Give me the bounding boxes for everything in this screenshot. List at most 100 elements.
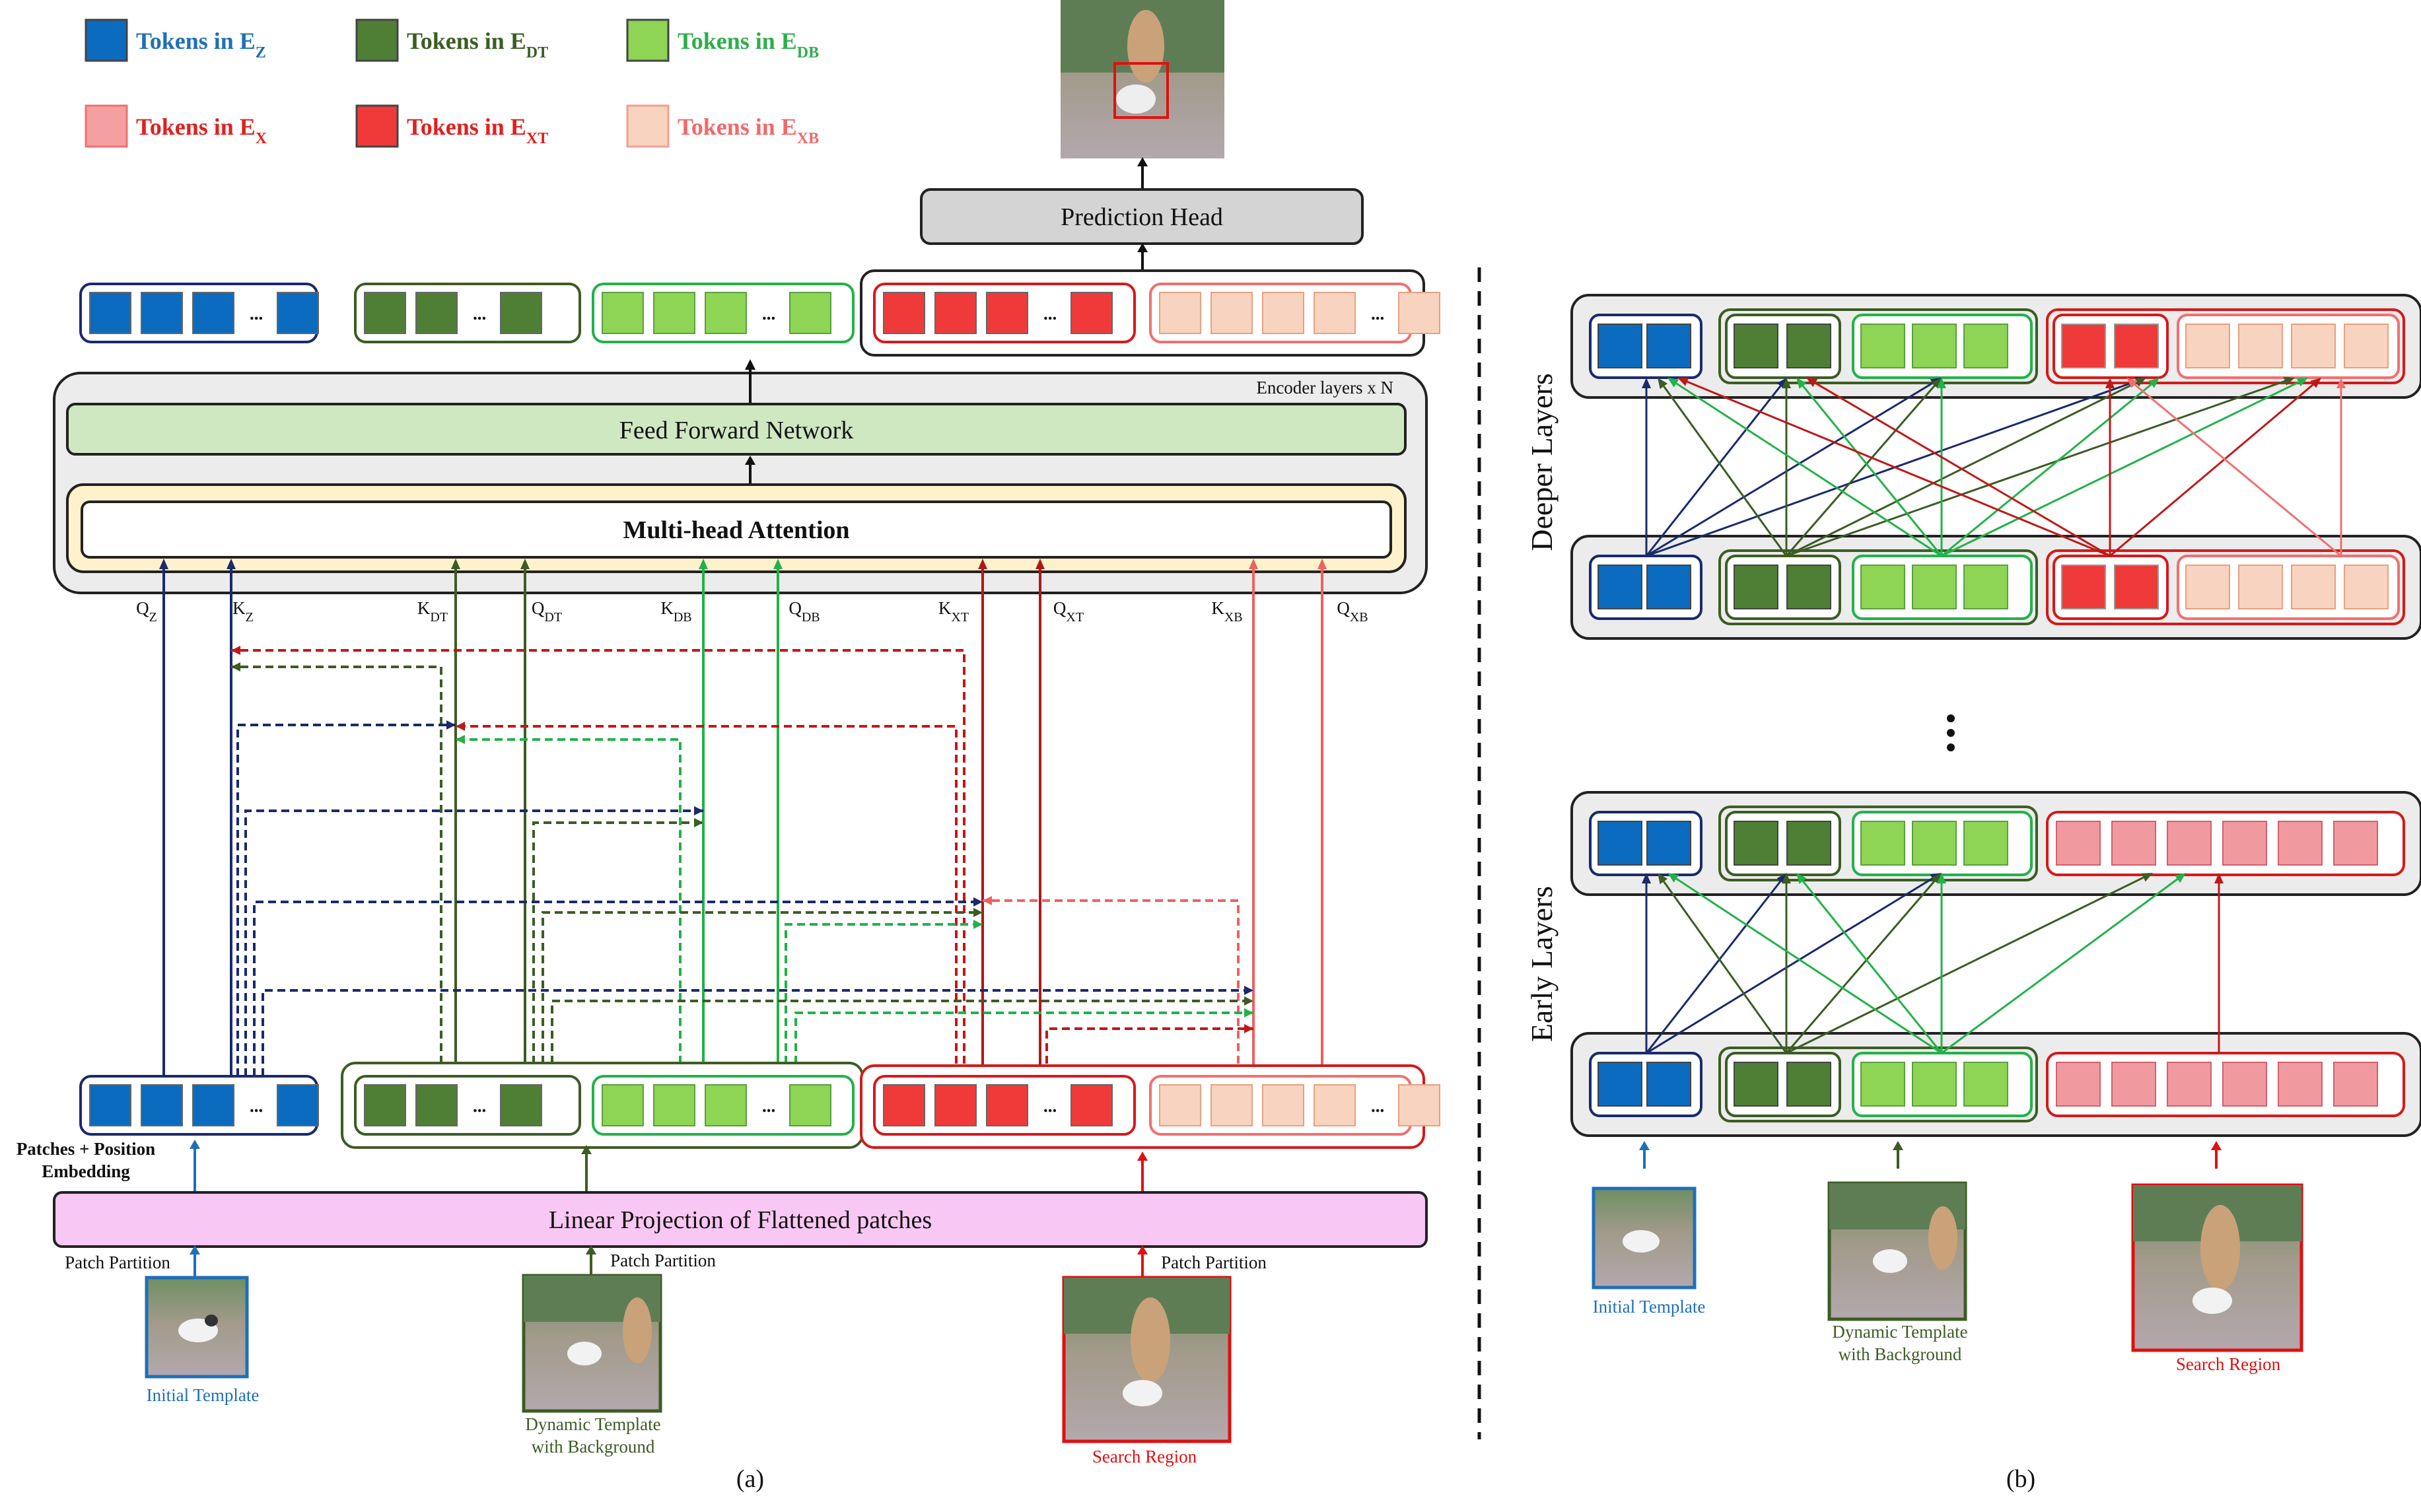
token [1070,292,1113,334]
token [1646,1062,1691,1107]
deeper-layers-label: Deeper Layers [1525,373,1559,551]
output-token-rows: ............... [79,269,1440,357]
token [1159,292,1201,334]
arrowhead [231,662,240,671]
dashed-connection [262,989,1253,1076]
token-ellipsis: ... [762,304,775,324]
qk-label: KDB [660,598,691,625]
b-attention-arrow [1687,380,2111,557]
arrowhead [2296,378,2308,387]
token [2222,821,2267,866]
arrowhead [446,720,456,730]
b-attention-arrow [2109,384,2314,557]
token [1734,1062,1778,1107]
b-attention-arrow [2134,384,2342,557]
arrowhead [1937,873,1946,883]
b-attention-arrow [1675,382,1942,557]
arrowhead [2148,378,2159,388]
b-initial-template-image [1592,1186,1697,1289]
legend-label: Tokens in EZ [136,28,266,61]
ellipsis-dot [1947,714,1955,722]
token [500,292,542,334]
token [2167,821,2212,866]
b-attention-arrow [1785,385,1936,557]
token [364,1084,406,1126]
qk-label: QXB [1337,598,1368,625]
token [705,292,747,334]
arrowhead [1796,873,1807,884]
token [1210,292,1253,334]
arrowhead [973,920,983,929]
b-initial-template-label: Initial Template [1593,1297,1706,1317]
patch-embed-label-2: Embedding [42,1161,130,1181]
b-attention-arrow [1802,880,1943,1054]
initial-template-label: Initial Template [147,1385,260,1405]
token [1734,565,1778,609]
encoder-layers-label: Encoder layers x N [1256,378,1393,397]
dashed-connection [231,649,965,1076]
token [1786,324,1831,368]
b-attention-arrow [1786,876,2144,1054]
arrowhead [2141,873,2153,882]
prediction-head-label: Prediction Head [1061,203,1223,231]
patch-partition-3: Patch Partition [1161,1253,1267,1272]
token-ellipsis: ... [1043,304,1057,324]
token [500,1084,542,1126]
b-attention-arrow [1645,880,1782,1054]
dashed-connection [551,1000,1253,1076]
token-ellipsis: ... [1371,304,1384,324]
arrowhead [456,735,465,744]
qk-label: QDT [532,598,562,625]
token [1646,565,1691,609]
arrowhead [694,806,703,815]
b-dynamic-template-label-2: with Background [1839,1344,1962,1364]
mha-box [81,500,1392,559]
token [2278,821,2323,866]
panel-b-layers [1570,294,2421,1137]
token [1159,1084,1201,1126]
token [789,1084,831,1126]
arrowhead [1782,873,1791,883]
dashed-connection [532,821,703,1076]
token [1860,1062,1905,1107]
token [1963,1062,2008,1107]
panel-b-arrows [1642,376,2346,1054]
arrowhead [2174,873,2186,883]
arrowhead [1796,378,1807,389]
b-attention-arrow [1785,880,1936,1054]
arrowhead [1244,1024,1253,1033]
b-attention-arrow [1646,382,1934,557]
arrowhead [699,559,708,569]
token [934,1084,977,1126]
token [1734,821,1778,866]
mha-label: Multi-head Attention [623,516,849,544]
token [141,1084,183,1126]
dashed-connection [456,738,682,1076]
token [1860,821,1905,866]
dashed-connections [231,646,1253,1076]
token [2238,324,2283,368]
legend-label: Tokens in EDB [678,28,819,61]
arrowhead [1658,873,1667,885]
legend-swatch [355,18,399,62]
dashed-connection [542,911,983,1076]
dashed-connection [456,725,958,1076]
token [986,292,1028,334]
token [1734,324,1778,368]
arrowhead [1937,378,1946,388]
arrowhead [2134,378,2146,387]
b-group-xb [2177,555,2400,620]
token [1597,821,1642,866]
qk-label: QXT [1053,598,1084,625]
arrowhead [973,908,983,917]
token [2333,1062,2378,1107]
legend-swatch [85,104,128,148]
dashed-connection [231,666,442,1076]
arrowhead [456,722,465,731]
token [2344,324,2389,368]
legend-label: Tokens in EXT [407,114,548,147]
arrowhead [773,559,783,569]
token [602,1084,644,1126]
